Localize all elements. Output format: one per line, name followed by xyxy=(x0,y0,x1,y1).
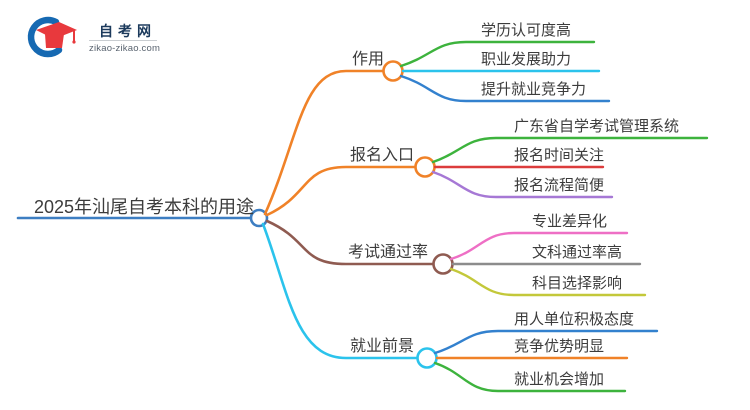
leaf-label: 文科通过率高 xyxy=(532,244,623,261)
site-name: 自考网 xyxy=(99,23,156,39)
root-node-label: 2025年汕尾自考本科的用途 xyxy=(34,197,255,217)
logo-ring xyxy=(27,16,63,58)
leaf-line xyxy=(399,40,596,68)
site-url: zikao-zikao.com xyxy=(89,43,161,54)
branch-line-registration-entry xyxy=(265,165,417,217)
leaf-line xyxy=(431,136,709,164)
branch-label-registration-entry: 报名入口 xyxy=(350,147,415,164)
branch-label-employment-prospects: 就业前景 xyxy=(350,338,415,355)
leaf-label: 就业机会增加 xyxy=(514,371,605,388)
branch-label-pass-rate: 考试通过率 xyxy=(348,244,429,261)
logo-cap-tassel-dot xyxy=(72,40,76,44)
branch-line-function xyxy=(263,69,385,216)
leaf-label: 用人单位积极态度 xyxy=(514,311,635,328)
leaf-label: 报名时间关注 xyxy=(514,147,605,164)
leaf-label: 科目选择影响 xyxy=(532,275,623,292)
leaf-line xyxy=(433,361,627,393)
leaf-line xyxy=(449,267,647,297)
leaf-line xyxy=(433,329,659,355)
leaf-label: 报名流程简便 xyxy=(514,177,605,194)
branch-toggle-pass-rate xyxy=(432,253,454,275)
leaf-line xyxy=(431,170,614,199)
root-node-toggle xyxy=(249,208,269,228)
branch-line-pass-rate xyxy=(265,219,435,266)
branch-toggle-registration-entry xyxy=(414,156,436,178)
leaf-label: 专业差异化 xyxy=(532,213,608,230)
logo-divider xyxy=(89,40,157,41)
leaf-label: 学历认可度高 xyxy=(481,22,572,39)
branch-label-function: 作用 xyxy=(352,51,385,68)
logo-cap-base xyxy=(45,34,64,48)
leaf-label: 职业发展助力 xyxy=(481,51,572,68)
leaf-line xyxy=(399,74,611,103)
branch-toggle-function xyxy=(382,60,404,82)
leaf-label: 广东省自学考试管理系统 xyxy=(514,118,680,135)
leaf-label: 提升就业竞争力 xyxy=(481,81,587,98)
branch-line-employment-prospects xyxy=(261,222,419,360)
leaf-label: 竞争优势明显 xyxy=(514,338,605,355)
leaf-line xyxy=(449,231,629,261)
graduation-cap-icon xyxy=(27,16,77,58)
branch-toggle-employment-prospects xyxy=(416,347,438,369)
